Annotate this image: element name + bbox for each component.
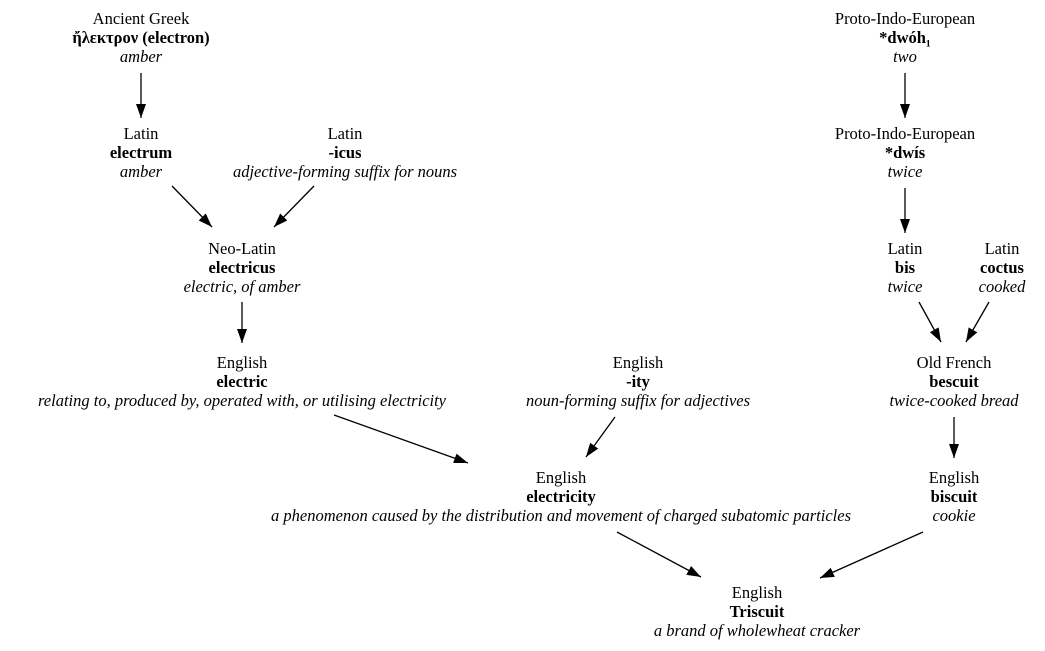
arrow-ity-to-electricity xyxy=(585,416,616,458)
node-word: *dwís xyxy=(884,143,926,162)
node-gloss: two xyxy=(893,47,917,66)
node-latin-icus: Latin -icus adjective-forming suffix for… xyxy=(233,124,457,181)
node-gloss: relating to, produced by, operated with,… xyxy=(37,391,447,410)
node-word: biscuit xyxy=(930,487,978,506)
node-word: -ity xyxy=(626,372,650,391)
node-latin-coctus: Latin coctus cooked xyxy=(979,239,1026,296)
arrow-coctus-to-bescuit xyxy=(965,301,990,343)
arrow-bis-to-bescuit xyxy=(918,301,942,343)
node-gloss: adjective-forming suffix for nouns xyxy=(232,162,458,181)
node-gloss: twice xyxy=(887,162,923,181)
node-latin-electrum: Latin electrum amber xyxy=(110,124,172,181)
node-old-french-bescuit: Old French bescuit twice-cooked bread xyxy=(889,353,1018,410)
node-language: Latin xyxy=(327,124,363,143)
node-language: Latin xyxy=(887,239,923,258)
node-language: Old French xyxy=(916,353,992,372)
node-english-ity: English -ity noun-forming suffix for adj… xyxy=(526,353,750,410)
node-language: English xyxy=(216,353,268,372)
node-language: Latin xyxy=(123,124,159,143)
node-gloss: a phenomenon caused by the distribution … xyxy=(271,506,851,525)
node-language: English xyxy=(612,353,664,372)
node-gloss: amber xyxy=(119,162,163,181)
arrow-electric-to-electricity xyxy=(333,414,469,464)
node-gloss: twice xyxy=(887,277,923,296)
node-latin-bis: Latin bis twice xyxy=(888,239,923,296)
node-pie-dwoh: Proto-Indo-European *dwóh₁ two xyxy=(835,9,975,66)
node-english-electricity: English electricity a phenomenon caused … xyxy=(271,468,851,525)
node-language: English xyxy=(535,468,587,487)
node-gloss: electric, of amber xyxy=(183,277,301,296)
arrow-biscuit-to-triscuit xyxy=(819,531,924,579)
arrow-icus-to-electricus xyxy=(273,185,315,228)
node-english-biscuit: English biscuit cookie xyxy=(929,468,979,525)
node-language: English xyxy=(731,583,783,602)
node-ancient-greek-electron: Ancient Greek ἤλεκτρον (electron) amber xyxy=(72,9,209,66)
node-language: Proto-Indo-European xyxy=(834,124,976,143)
node-language: Neo-Latin xyxy=(208,239,276,258)
node-gloss: a brand of wholewheat cracker xyxy=(653,621,861,640)
node-language: Latin xyxy=(984,239,1020,258)
node-language: Ancient Greek xyxy=(92,9,190,28)
node-word: ἤλεκτρον (electron) xyxy=(72,28,210,47)
node-gloss: cooked xyxy=(978,277,1026,296)
node-gloss: cookie xyxy=(932,506,976,525)
node-english-electric: English electric relating to, produced b… xyxy=(38,353,446,410)
arrow-electrum-to-electricus xyxy=(171,185,213,228)
node-neo-latin-electricus: Neo-Latin electricus electric, of amber xyxy=(184,239,301,296)
node-word: electrum xyxy=(109,143,173,162)
node-gloss: amber xyxy=(119,47,163,66)
node-language: Proto-Indo-European xyxy=(834,9,976,28)
node-word: electricity xyxy=(526,487,596,506)
node-language: English xyxy=(928,468,980,487)
node-gloss: noun-forming suffix for adjectives xyxy=(525,391,751,410)
node-gloss: twice-cooked bread xyxy=(889,391,1019,410)
node-pie-dwis: Proto-Indo-European *dwís twice xyxy=(835,124,975,181)
node-english-triscuit: English Triscuit a brand of wholewheat c… xyxy=(654,583,860,640)
node-word: *dwóh₁ xyxy=(879,28,931,47)
node-word: bescuit xyxy=(929,372,979,391)
node-word: -icus xyxy=(328,143,362,162)
node-word: electricus xyxy=(208,258,276,277)
node-word: bis xyxy=(894,258,916,277)
node-word: Triscuit xyxy=(729,602,785,621)
node-word: electric xyxy=(216,372,268,391)
node-word: coctus xyxy=(979,258,1024,277)
arrow-electricity-to-triscuit xyxy=(616,531,702,578)
